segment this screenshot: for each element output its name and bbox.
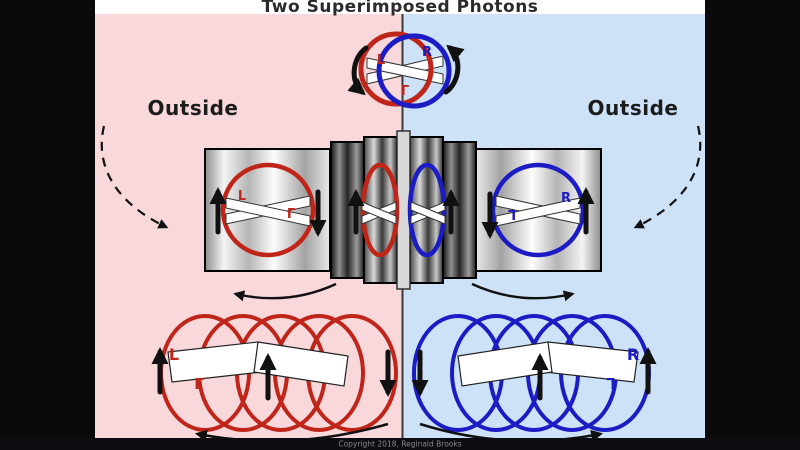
red-photon-ring [358, 31, 434, 107]
label-gamma-mirrored-mid: Γ [508, 209, 516, 224]
label-gamma-top: Γ [401, 84, 409, 99]
curve-arrow-right-icon [471, 282, 575, 302]
label-gamma-mirrored-helix: Γ [606, 375, 616, 393]
blue-photon-edge [407, 162, 460, 258]
helix-blade [253, 341, 349, 387]
label-gamma-mid: Γ [287, 207, 295, 222]
panel-right-mid [442, 141, 477, 279]
red-photon-edge [347, 162, 400, 258]
label-L-helix: L [169, 345, 179, 364]
curve-arrow-left-icon [233, 282, 337, 302]
label-R-helix: R [627, 345, 639, 364]
outside-label-left: Outside [148, 96, 239, 120]
helix-blade [457, 341, 553, 387]
superimposed-photon-top: L R Γ [347, 31, 465, 109]
photon-wave-plate [366, 57, 444, 85]
rotation-arrow-right-icon [443, 44, 465, 95]
left-black-bar [0, 0, 95, 450]
mirror-panel-assembly: L Γ R Γ [204, 130, 602, 290]
red-photon-mid: L Γ [209, 162, 327, 258]
wave-plate [410, 201, 446, 225]
red-helix: L Γ [151, 314, 398, 432]
copyright-text: Copyright 2018, Reginald Brooks [338, 440, 461, 449]
red-photon-ring-mid [220, 162, 316, 258]
wave-plate [361, 201, 397, 225]
label-R-mid: R [561, 191, 571, 206]
panel-left-mid [330, 141, 365, 279]
label-R-top: R [422, 45, 432, 60]
bottom-bar [0, 438, 800, 450]
blue-photon-mid: R Γ [481, 162, 595, 258]
label-gamma-helix: Γ [194, 375, 204, 393]
rotation-arrow-left-icon [347, 45, 369, 96]
blue-photon-ring-mid [490, 162, 586, 258]
label-L-top: L [377, 53, 385, 68]
blue-helix: R Γ [411, 314, 657, 432]
diagram-title: Two Superimposed Photons [262, 0, 539, 17]
outside-label-right: Outside [588, 96, 679, 120]
dashed-arrow-right-icon [633, 125, 702, 229]
label-L-mid: L [238, 189, 246, 204]
blue-photon-ring [376, 33, 452, 109]
right-black-bar [705, 0, 800, 450]
dashed-arrow-left-icon [100, 125, 169, 229]
